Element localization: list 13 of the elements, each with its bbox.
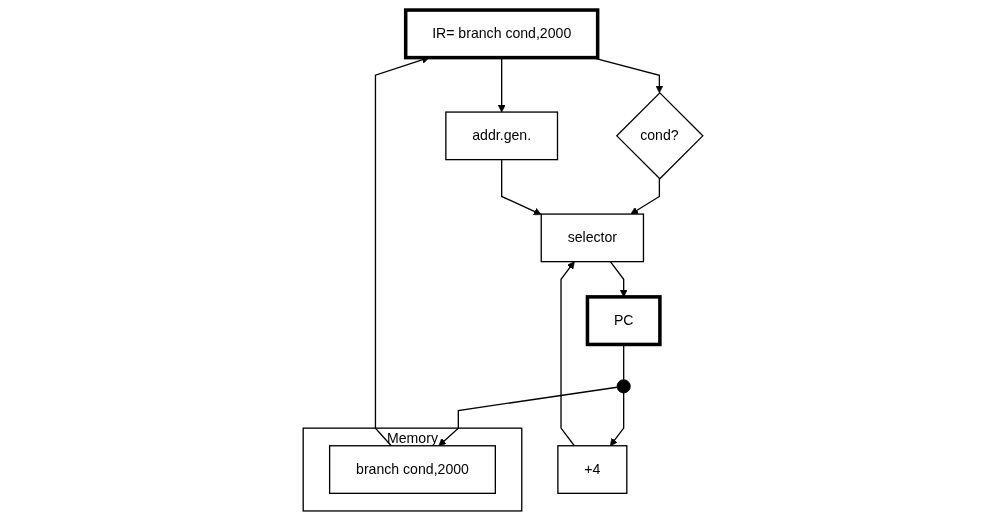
- node-box: branch cond,2000: [328, 445, 496, 494]
- node-box: +4: [556, 445, 627, 494]
- node-diamond: cond?: [615, 91, 704, 180]
- node-box: PC: [585, 295, 662, 347]
- arrow: [609, 392, 624, 447]
- node-circle: [616, 379, 631, 394]
- node-box: IR= branch cond,2000: [403, 8, 599, 60]
- arrow: [437, 386, 618, 447]
- arrow: [500, 158, 542, 216]
- node-box: addr.gen.: [444, 111, 558, 161]
- arrow: [559, 261, 575, 447]
- node-box: selector: [540, 213, 644, 263]
- arrow: [630, 178, 660, 215]
